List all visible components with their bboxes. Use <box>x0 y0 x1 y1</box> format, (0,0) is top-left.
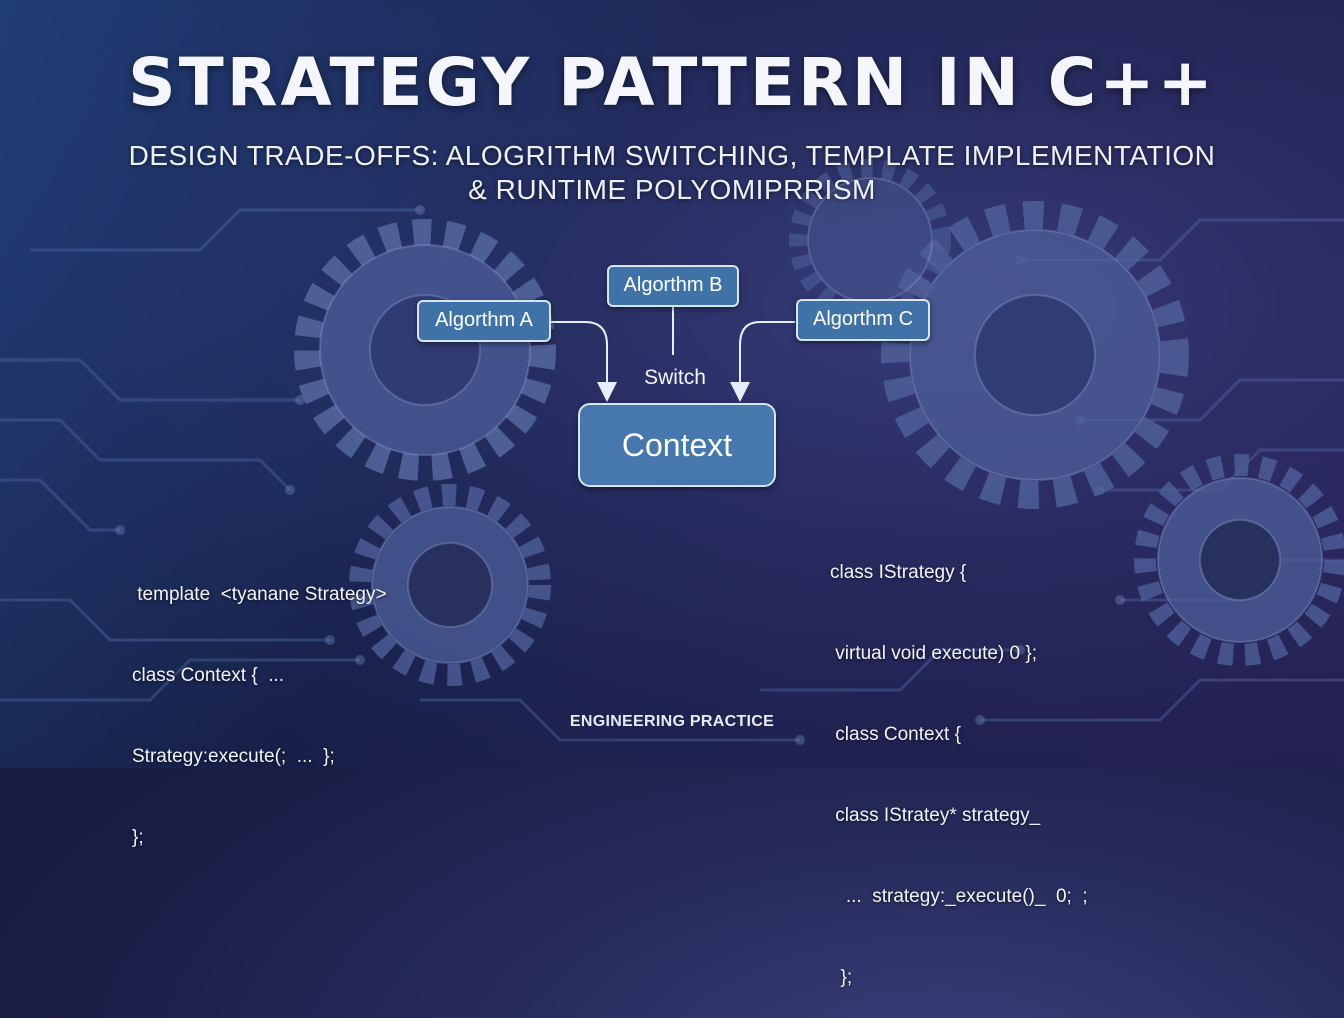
switch-label: Switch <box>644 366 706 389</box>
footer-caption: ENGINEERING PRACTICE <box>569 713 775 730</box>
diagram-connectors <box>548 305 795 402</box>
algorithm-a-box: Algorthm A <box>417 300 551 342</box>
gears <box>294 159 1344 686</box>
gear-icon <box>1134 454 1344 666</box>
arrow-a-to-context <box>548 321 617 402</box>
page-title: STRATEGY PATTERN IN C++ <box>128 44 1216 121</box>
subtitle-line-2: & RUNTIME POLYOMIPRRISM <box>468 174 876 205</box>
code-line: }; <box>830 967 853 988</box>
algorithm-c-box: Algorthm C <box>796 299 930 341</box>
gear-icon <box>349 484 551 686</box>
code-line: class IStrategy { <box>830 562 967 583</box>
gear-icon <box>881 201 1189 509</box>
code-line: Strategy:execute(; ... }; <box>132 746 335 767</box>
polymorphism-code-snippet: class IStrategy { virtual void execute) … <box>830 505 1088 1018</box>
context-box: Context <box>578 403 776 487</box>
code-line: class Context { ... <box>132 665 285 686</box>
algorithm-b-box: Algorthm B <box>607 265 739 307</box>
code-line: virtual void execute) 0 }; <box>830 643 1037 664</box>
code-line: class Context { <box>830 724 961 745</box>
code-line: class IStratey* strategy_ <box>830 805 1041 826</box>
code-line: ... strategy:_execute()_ 0; ; <box>830 886 1088 907</box>
code-line: }; <box>132 827 144 848</box>
subtitle-line-1: DESIGN TRADE-OFFS: ALOGRITHM SWITCHING, … <box>128 140 1216 171</box>
arrow-c-to-context <box>730 321 795 402</box>
circuit-gear-backdrop <box>0 159 1344 745</box>
template-code-snippet: template <tyanane Strategy> class Contex… <box>132 527 387 878</box>
code-line: template <tyanane Strategy> <box>132 584 387 605</box>
